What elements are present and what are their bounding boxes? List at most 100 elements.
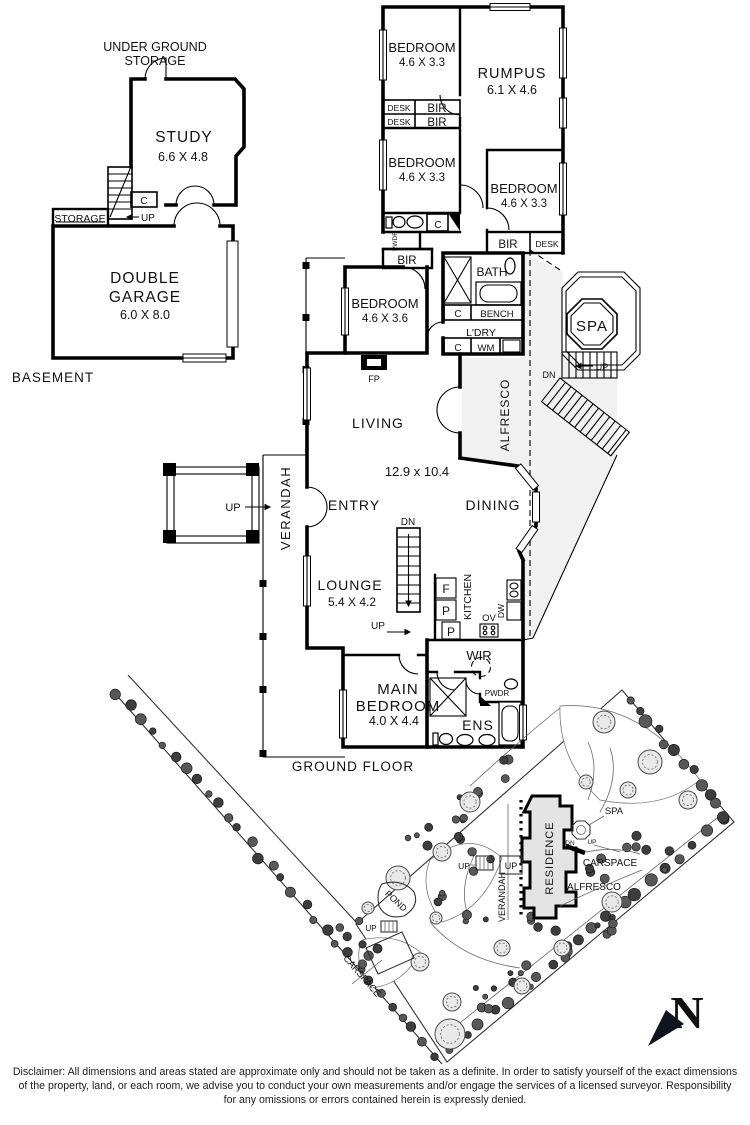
spa-diagonal-stairs: [540, 377, 631, 457]
verandah-edge: [262, 257, 345, 758]
porch: [166, 466, 260, 544]
alfresco-roofline: [529, 249, 564, 640]
room-label-alfresco: ALFRESCO: [498, 379, 512, 452]
laundry-tub-icon: [502, 339, 521, 353]
room-dim-bedroom2: 4.6 X 3.3: [399, 172, 445, 184]
room-dim-main-bedroom: 4.0 X 4.4: [369, 714, 419, 728]
disclaimer-line1: Disclaimer: All dimensions and areas sta…: [12, 1066, 738, 1078]
site-parcel: [355, 689, 735, 1063]
windows: [303, 3, 567, 741]
north-arrow: N: [648, 987, 704, 1046]
disclaimer-line3: for any omissions or errors contained he…: [223, 1093, 527, 1106]
lawn-center: [425, 843, 503, 923]
shower-icon: [443, 256, 472, 304]
basement-stairs: [107, 166, 133, 220]
cupboard1-label: C: [434, 220, 441, 231]
spa-dn-label: DN: [543, 370, 556, 380]
pantry-box-2: [441, 621, 461, 640]
room-label-verandah: VERANDAH: [278, 466, 293, 550]
storage-label: STORAGE: [54, 213, 105, 225]
stair-up-label: UP: [371, 621, 385, 632]
garage-door: [226, 240, 239, 348]
toilet-icon: [385, 216, 393, 229]
dishwasher-icon: [506, 601, 522, 621]
room-label-wir: WIR: [466, 648, 491, 663]
pwdr-basin-icon: [503, 678, 519, 690]
pwdr2-label: PWDR: [485, 689, 510, 698]
basement-up-label: UP: [141, 213, 155, 224]
desk3-label: DESK: [535, 239, 558, 249]
site-verandah-label: VERANDAH: [497, 872, 507, 922]
sink-icon: [506, 579, 522, 601]
oven-label: OV: [482, 613, 496, 624]
basement-cupboard-label: C: [140, 196, 147, 207]
fridge-box: [435, 577, 457, 599]
north-pointer-icon: [648, 1010, 684, 1046]
room-label-rumpus: RUMPUS: [478, 66, 547, 82]
site-dn-label: DN: [565, 840, 575, 847]
room-dim-bedroom1: 4.6 X 3.3: [399, 57, 445, 69]
ground-floor-plan: BEDROOM 4.6 X 3.3 RUMPUS 6.1 X 4.6 DESK …: [163, 3, 641, 774]
stair-dn-label: DN: [401, 517, 415, 528]
ens-basin1-icon: [456, 733, 474, 747]
bir3-label: BIR: [498, 239, 517, 251]
ens-toilet-icon: [438, 732, 454, 746]
bedroom4-walls: [343, 265, 429, 355]
spa-up-label: UP: [596, 362, 609, 372]
bedroom3-robes: [485, 230, 565, 255]
room-label-main-bedroom-line1: MAIN: [377, 681, 419, 698]
alfresco-edge: [522, 454, 618, 641]
wir-circle: [470, 656, 492, 678]
bir4-label: BIR: [397, 255, 416, 267]
room-label-entry: ENTRY: [328, 497, 380, 513]
pond: [377, 881, 417, 918]
disclaimer-line2: of the property, land, or each room, we …: [18, 1079, 732, 1092]
room-label-dining: DINING: [466, 497, 521, 513]
desk2-label: DESK: [387, 117, 410, 127]
front-door-arcs: [306, 486, 328, 528]
site-steps1: [475, 855, 494, 871]
room-label-study: STUDY: [155, 129, 213, 146]
site-up2-label: UP: [505, 861, 518, 871]
bir1-label: BIR: [427, 103, 446, 115]
basin-icon: [406, 215, 424, 229]
room-dim-rumpus: 6.1 X 4.6: [487, 83, 537, 97]
desk1-label: DESK: [387, 103, 410, 113]
pantry2-label: P: [447, 625, 455, 639]
site-up3-label: UP: [365, 924, 376, 933]
site-up4-label: UP: [587, 839, 596, 846]
spa-octagon: [566, 298, 618, 350]
alfresco-door-arcs: [436, 386, 461, 434]
room-label-main-bedroom-line2: BEDROOM: [356, 698, 441, 715]
garden-paths: [429, 707, 614, 969]
lawn-upper: [559, 705, 701, 804]
porch-up-label: UP: [225, 502, 240, 514]
site-plan: POND CARSPACE RESIDENCE VERANDAH UP UP U…: [109, 674, 735, 1065]
cupboard3-label: C: [454, 343, 461, 354]
residence-label: RESIDENCE: [544, 821, 556, 894]
driveway-inner-line: [127, 674, 357, 923]
room-label-bedroom1: BEDROOM: [388, 40, 455, 55]
room-label-laundry: L'DRY: [466, 327, 496, 339]
residence-footprint: [520, 794, 578, 920]
bir2-label: BIR: [427, 117, 446, 129]
dw-label: DW: [496, 604, 506, 618]
pond-label: POND: [383, 888, 409, 913]
room-label-bath: BATH: [476, 265, 507, 279]
basement-section-label: BASEMENT: [12, 370, 94, 385]
entry-stair: [396, 527, 421, 613]
spa-deck: [561, 271, 641, 371]
living-outline: [305, 351, 525, 749]
room-label-kitchen: KITCHEN: [462, 574, 474, 620]
ens-partitions: [425, 670, 525, 704]
basement-cupboard: [130, 191, 158, 208]
wm-label: WM: [478, 343, 495, 354]
room-dim-living-dining: 12.9 x 10.4: [385, 464, 449, 479]
room-dim-bedroom3: 4.6 X 3.3: [501, 198, 547, 210]
cupboard2-label: C: [454, 309, 461, 320]
garage-walls: [51, 224, 235, 360]
room-label-garage-line1: DOUBLE: [110, 270, 180, 287]
bath-basin-icon: [504, 257, 516, 275]
site-vegetation: [109, 688, 730, 1062]
